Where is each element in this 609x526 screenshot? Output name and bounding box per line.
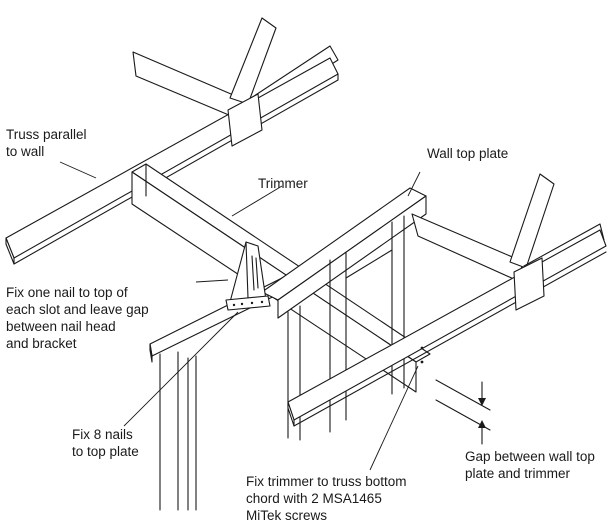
label-truss-parallel: Truss parallel to wall bbox=[6, 127, 87, 159]
leaders bbox=[59, 161, 421, 471]
label-fix-one-nail: Fix one nail to top of each slot and lea… bbox=[6, 285, 149, 351]
label-line: chord with 2 MSA1465 bbox=[246, 491, 382, 506]
label-line: MiTek screws bbox=[246, 508, 327, 523]
front-truss bbox=[287, 173, 607, 427]
label-trimmer: Trimmer bbox=[258, 176, 308, 191]
label-line: Fix trimmer to truss bottom bbox=[246, 474, 407, 489]
label-line: Wall top plate bbox=[427, 146, 508, 161]
bracket bbox=[225, 241, 271, 311]
label-line: between nail head bbox=[6, 319, 116, 334]
gap-dimension bbox=[435, 379, 491, 445]
label-line: and bracket bbox=[6, 336, 77, 351]
label-gap: Gap between wall top plate and trimmer bbox=[465, 449, 595, 481]
label-fix-8-nails: Fix 8 nails to top plate bbox=[72, 427, 139, 459]
label-line: to top plate bbox=[72, 444, 139, 459]
label-line: plate and trimmer bbox=[465, 466, 571, 481]
label-line: Fix 8 nails bbox=[72, 427, 133, 442]
label-line: Truss parallel bbox=[6, 127, 87, 142]
label-fix-trimmer: Fix trimmer to truss bottom chord with 2… bbox=[246, 474, 407, 523]
label-line: Gap between wall top bbox=[465, 449, 595, 464]
label-line: to wall bbox=[6, 144, 44, 159]
label-line: Trimmer bbox=[258, 176, 308, 191]
label-line: each slot and leave gap bbox=[6, 302, 149, 317]
label-wall-top-plate: Wall top plate bbox=[427, 146, 508, 161]
rear-truss bbox=[5, 17, 339, 265]
label-line: Fix one nail to top of bbox=[6, 285, 128, 300]
